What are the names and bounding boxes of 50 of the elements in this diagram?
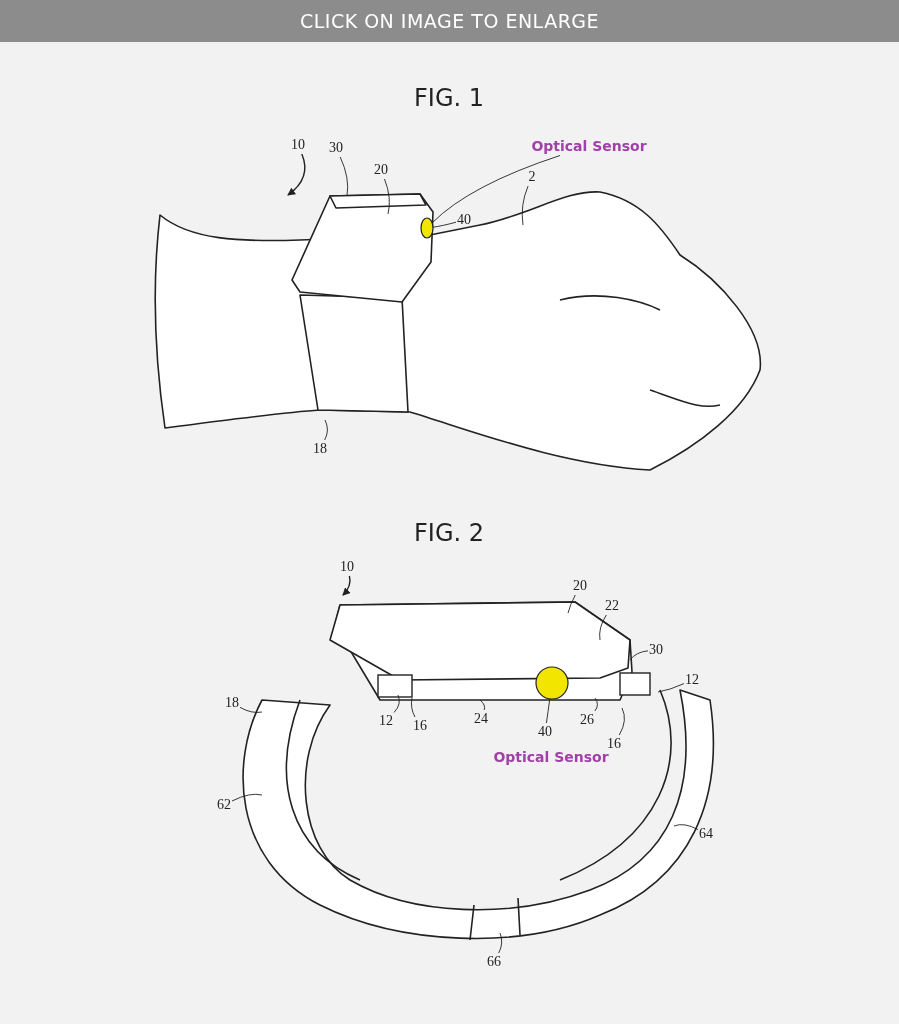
leader-line	[498, 932, 503, 954]
reference-numeral: 20	[573, 578, 587, 594]
banner: CLICK ON IMAGE TO ENLARGE	[0, 0, 899, 42]
reference-numeral: 40	[457, 212, 471, 228]
leader-line	[239, 706, 263, 713]
figure-title: FIG. 1	[414, 84, 484, 112]
leader-line	[411, 697, 416, 718]
reference-numeral: 12	[379, 713, 393, 729]
leader-line	[479, 699, 486, 711]
reference-numeral: 10	[340, 559, 354, 575]
sensor-dot	[535, 666, 569, 700]
leader-line	[521, 185, 529, 226]
reference-numeral: 20	[374, 162, 388, 178]
leader-line	[393, 694, 400, 713]
reference-arrow	[287, 153, 306, 196]
reference-numeral: 66	[487, 954, 501, 970]
reference-numeral: 62	[217, 797, 231, 813]
reference-numeral: 40	[538, 724, 552, 740]
reference-numeral: 12	[685, 672, 699, 688]
reference-numeral: 30	[649, 642, 663, 658]
reference-numeral: 2	[528, 169, 536, 185]
reference-numeral: 30	[329, 140, 343, 156]
reference-numeral: 18	[313, 441, 327, 457]
leader-line	[384, 178, 390, 215]
figure-title: FIG. 2	[414, 519, 484, 547]
leader-line	[599, 614, 607, 641]
callout-label: Optical Sensor	[493, 748, 609, 766]
leader-line	[339, 156, 349, 197]
reference-numeral: 16	[607, 736, 621, 752]
reference-numeral: 16	[413, 718, 427, 734]
leader-line	[231, 793, 263, 802]
reference-numeral: 64	[699, 826, 713, 842]
leader-line	[545, 698, 551, 724]
leader-line	[324, 419, 328, 441]
leader-line	[657, 683, 685, 693]
reference-numeral: 22	[605, 598, 619, 614]
callout-label: Optical Sensor	[531, 137, 647, 155]
leader-line	[567, 594, 576, 614]
leader-line	[431, 155, 561, 224]
reference-numeral: 26	[580, 712, 594, 728]
reference-numeral: 18	[225, 695, 239, 711]
leader-line	[629, 650, 649, 661]
reference-arrow	[342, 575, 351, 596]
leader-line	[432, 221, 457, 228]
leader-line	[673, 824, 699, 831]
reference-numeral: 10	[291, 137, 305, 153]
leader-line	[618, 707, 625, 736]
reference-numeral: 24	[474, 711, 488, 727]
sensor-dot	[420, 217, 434, 239]
leader-line	[594, 697, 598, 712]
